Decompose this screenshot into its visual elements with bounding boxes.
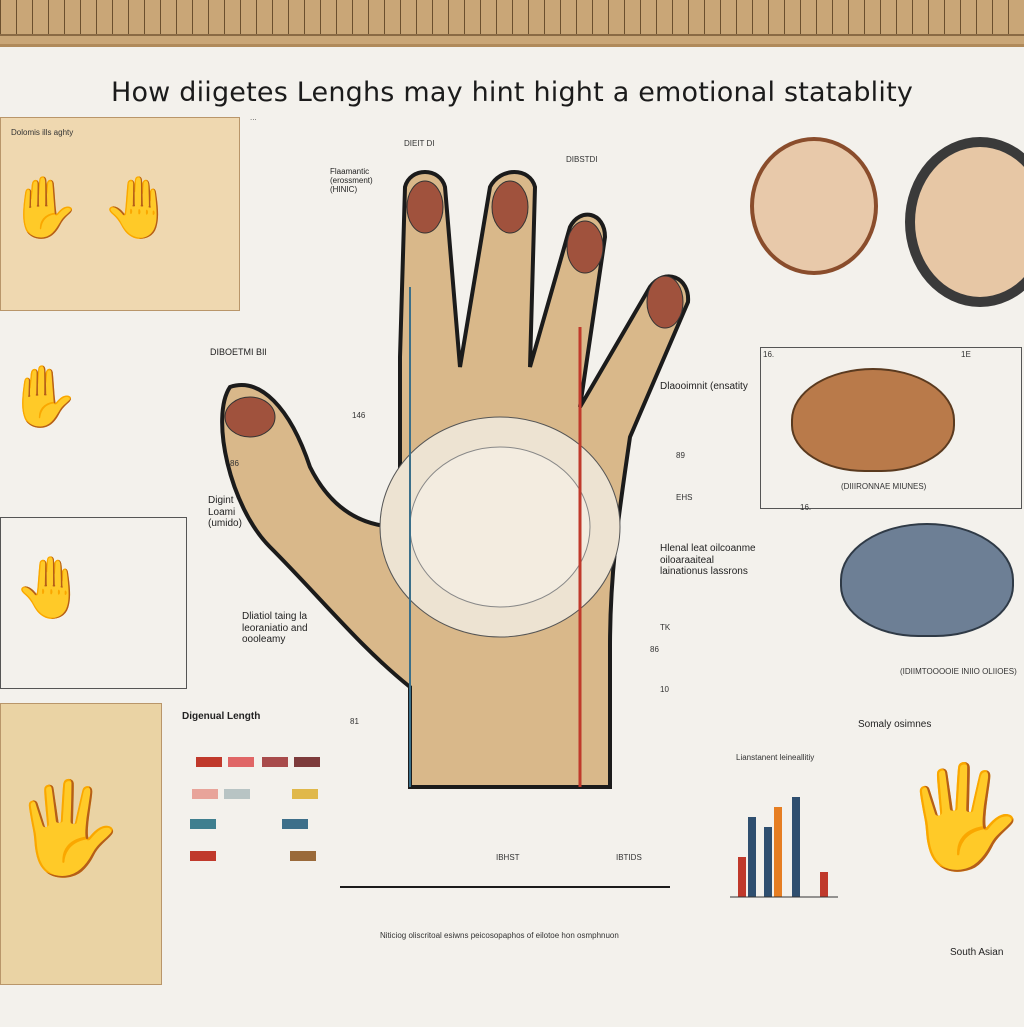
hand-label-top-a: DIEIT DI <box>404 139 435 148</box>
tick-1: 86 <box>230 459 239 468</box>
portrait-woman-2 <box>905 137 1024 307</box>
hand-sketch-bottom: 🖐 <box>11 779 124 879</box>
hand-label-b: DIBOETMI BIl <box>210 347 267 357</box>
left-mid-frame: 🤚 <box>0 517 187 689</box>
brain2-caption: (IDIIMTOOOOIE INIIO OLIIOES) <box>900 667 1017 676</box>
swatch-3 <box>262 757 288 767</box>
brain-left-num: 16. <box>763 350 775 359</box>
bottom-right-label: South Asian <box>950 947 1004 958</box>
bottom-label-b: IBTIDS <box>616 853 642 862</box>
left-bottom-panel: 🖐 <box>0 703 162 985</box>
brain-icon <box>791 368 955 472</box>
poster-subtitle: ... <box>250 113 257 122</box>
bar-5 <box>792 797 800 897</box>
bar-2 <box>748 817 756 897</box>
hand-sketch-right: 🤚 <box>101 174 176 241</box>
hand-label-top-b: DIBSTDI <box>566 155 598 164</box>
tick-6: 10 <box>660 685 669 694</box>
hand-label-f: Hlenal leat oilcoanme oiloaraaiteal lain… <box>660 543 756 577</box>
left-top-panel: Dolomis ills aghty ✋ 🤚 <box>0 117 240 311</box>
brain2-num: 16. <box>800 503 812 512</box>
portrait-woman-1 <box>750 137 878 275</box>
bar-4 <box>774 807 782 897</box>
swatch-5 <box>192 789 218 799</box>
left-top-caption: Dolomis ills aghty <box>11 128 74 137</box>
bar-3 <box>764 827 772 897</box>
bottom-note: Niticiog oliscritoal esiwns peicosopapho… <box>380 931 619 940</box>
hand-sketch-low: 🤚 <box>13 554 88 621</box>
swatch-6 <box>224 789 250 799</box>
brain-caption: (DIIIRONNAE MIUNES) <box>841 482 927 491</box>
tick-4: TK <box>660 623 671 632</box>
hand-label-c: Digint Loami (umido) <box>208 495 242 529</box>
bar-6 <box>820 872 828 897</box>
swatch-1 <box>196 757 222 767</box>
tick-0: 146 <box>352 411 366 420</box>
hand-label-e: Dlaooimnit (ensatity <box>660 381 748 392</box>
hand-sketch-mid: ✋ <box>6 363 81 430</box>
fingertip-little <box>646 275 684 329</box>
tick-3: EHS <box>676 493 693 502</box>
swatch-9 <box>282 819 308 829</box>
tick-2: 89 <box>676 451 685 460</box>
swatch-4 <box>294 757 320 767</box>
swatch-2 <box>228 757 254 767</box>
fingertip-middle <box>491 180 529 234</box>
mini-bar-chart <box>730 797 838 898</box>
ruler <box>0 0 1024 36</box>
central-hand-diagram <box>220 170 691 888</box>
hand-sketch-left: ✋ <box>7 174 82 241</box>
hand-label-d: Dliatiol taing la leoraniatio and ooolea… <box>242 611 308 645</box>
bottom-label-a: IBHST <box>496 853 520 862</box>
poster: How diigetes Lenghs may hint hight a emo… <box>0 44 1024 1027</box>
swatch-11 <box>290 851 316 861</box>
bar-1 <box>738 857 746 897</box>
somatic-label: Somaly osimnes <box>858 719 932 730</box>
fingertip-ring <box>566 220 604 274</box>
brain2-icon <box>840 523 1014 637</box>
brain-right-num: 1E <box>961 350 971 359</box>
poster-title: How diigetes Lenghs may hint hight a emo… <box>110 77 914 108</box>
fingertip-index <box>406 180 444 234</box>
tick-7: 81 <box>350 717 359 726</box>
legend-title: Digenual Length <box>182 711 261 722</box>
hand-label-a: Flaamantic (erossment) (HINIC) <box>330 167 373 195</box>
palm-inner-oval <box>409 446 591 608</box>
swatch-7 <box>292 789 318 799</box>
hand-sketch-bottom-right: 🖐 <box>900 761 1024 873</box>
tick-5: 86 <box>650 645 659 654</box>
swatch-8 <box>190 819 216 829</box>
swatch-10 <box>190 851 216 861</box>
fingertip-thumb <box>224 396 276 438</box>
chart-caption: Lianstanent leineallitiy <box>736 753 815 762</box>
brain-panel: 16. 1E (DIIIRONNAE MIUNES) <box>760 347 1022 509</box>
